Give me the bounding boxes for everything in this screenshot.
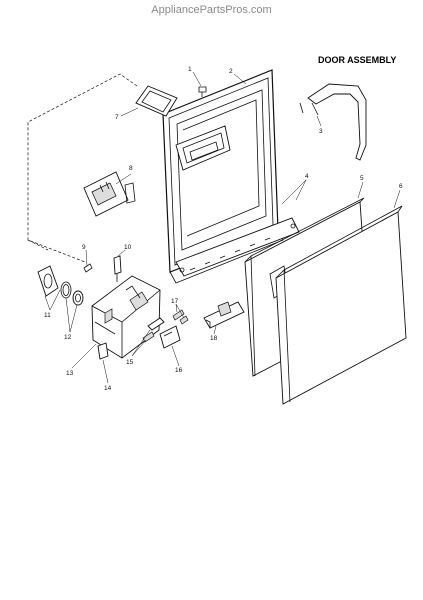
callout-10: 10: [124, 244, 132, 251]
diagram-title: DOOR ASSEMBLY: [318, 55, 397, 65]
part-dispenser-gasket: [135, 85, 178, 117]
watermark: AppliancePartsPros.com: [151, 4, 272, 16]
part-mounting-post: [113, 255, 122, 282]
callout-9: 9: [82, 244, 86, 251]
callout-18: 18: [210, 335, 218, 342]
callout-16: 16: [175, 367, 183, 374]
part-control-module: [83, 171, 136, 217]
part-lower-rail: [175, 217, 300, 277]
callout-1: 1: [188, 66, 192, 73]
callout-13: 13: [66, 370, 74, 377]
callout-3: 3: [319, 128, 323, 135]
part-switch-levers: [142, 309, 189, 343]
part-screw: [198, 86, 207, 97]
part-small-plate: [97, 342, 109, 360]
callout-11: 11: [44, 312, 51, 319]
callout-12: 12: [64, 334, 72, 341]
callout-6: 6: [399, 183, 403, 190]
part-switch-block: [159, 325, 181, 349]
part-control-housing: [91, 275, 161, 359]
callout-17: 17: [171, 298, 179, 305]
part-door-latch: [203, 301, 245, 329]
callout-15: 15: [126, 359, 134, 366]
part-door-bracket: [299, 83, 367, 161]
part-selector-knob: [37, 265, 59, 297]
leader-lines: [44, 71, 401, 384]
callout-5: 5: [360, 175, 364, 182]
callout-2: 2: [229, 68, 233, 75]
callout-8: 8: [129, 165, 133, 172]
part-small-screw: [83, 263, 93, 273]
callout-labels: 1 2 3 4 5 6 7 8 9 10 11 12 13 14 15 16 1…: [44, 66, 403, 392]
callout-4: 4: [305, 173, 309, 180]
part-seal-rings: [60, 281, 84, 306]
part-front-door-skin: [275, 205, 407, 405]
callout-7: 7: [115, 114, 119, 121]
assembly-guide-lines: [27, 73, 138, 263]
callout-14: 14: [104, 385, 112, 392]
